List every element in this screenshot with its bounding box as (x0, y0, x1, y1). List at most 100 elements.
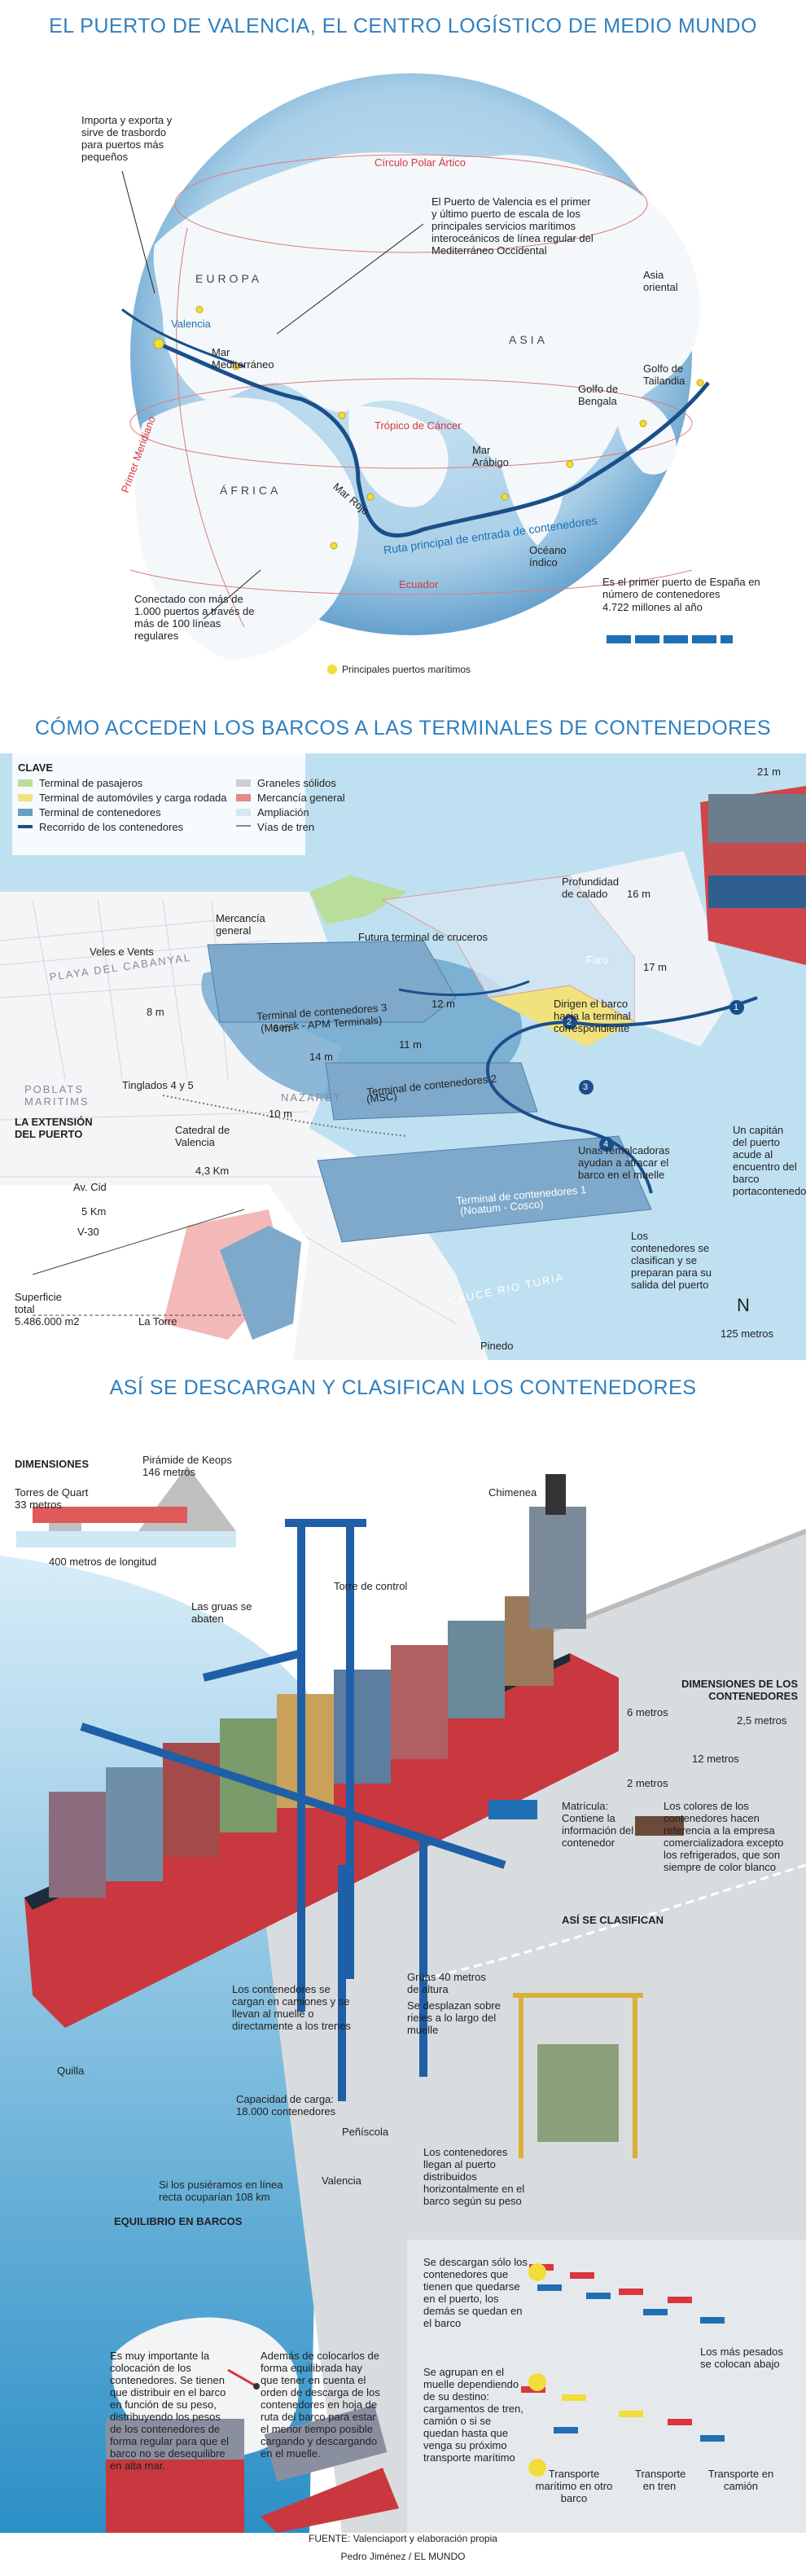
legend-box (12, 753, 305, 855)
label-desplazan: Se desplazan sobre rieles a lo largo del… (407, 1999, 501, 2036)
label-faro: Faro (586, 954, 608, 966)
step-circle-1 (528, 2263, 546, 2281)
major-ports (153, 305, 704, 550)
label-dimensiones: DIMENSIONES (15, 1458, 90, 1470)
cargo-ship (700, 786, 806, 965)
label-importa: Importa y exporta y sirve de trasbordo p… (81, 114, 173, 163)
label-nazaret: NAZARET (281, 1091, 342, 1104)
label-pinedo: Pinedo (480, 1340, 514, 1352)
label-escala: 125 metros (721, 1327, 774, 1340)
containers-bar (607, 635, 733, 643)
sorting-diagram (407, 2240, 806, 2533)
legend-item-6: Mercancía general (257, 792, 345, 804)
port-map-section: CLAVE Terminal de pasajeros Terminal de … (0, 753, 806, 1360)
label-importante: Es muy importante la colocación de los c… (110, 2350, 229, 2472)
legend-item-5: Graneles sólidos (257, 777, 336, 789)
label-torre-control: Torre de control (334, 1580, 408, 1592)
label-oceano: Océano índico (529, 544, 567, 568)
label-t-maritimo: Transporte marítimo en otro barco (535, 2468, 613, 2504)
label-europa: EUROPA (195, 272, 263, 285)
label-gruas-abaten: Las gruas se abaten (191, 1600, 252, 1625)
label-circulo: Círculo Polar Ártico (375, 156, 466, 169)
depth-21: 21 m (757, 766, 781, 778)
terminal-2 (325, 1062, 538, 1121)
depth-10: 10 m (269, 1108, 292, 1120)
label-colores: Los colores de los contenedores hacen re… (664, 1800, 784, 1873)
step-markers (563, 1000, 744, 1152)
label-poblats: POBLATS MARITIMS (24, 1083, 90, 1108)
label-chimenea: Chimenea (488, 1486, 537, 1499)
label-avcid: Av. Cid (73, 1181, 107, 1193)
ship-hull (24, 1653, 619, 2028)
label-matricula: Matrícula: Contiene la información del c… (562, 1800, 634, 1849)
balance-ships (106, 2404, 399, 2533)
step-circle-3 (528, 2459, 546, 2477)
label-t-tren: Transporte en tren (635, 2468, 686, 2492)
footer-fuente: FUENTE: Valenciaport y elaboración propi… (309, 2533, 497, 2544)
legend-item-2: Terminal de automóviles y carga rodada (39, 792, 227, 804)
label-contenedores: Los contenedores se clasifican y se prep… (631, 1230, 712, 1291)
terminal-1 (317, 1135, 652, 1243)
depth-6: 6 m (273, 1022, 291, 1034)
label-gruas40: Grúas 40 metros de altura (407, 1971, 486, 1995)
label-descargan: Se descargan sólo los contenedores que t… (423, 2256, 528, 2329)
label-catedral: Catedral de Valencia (175, 1124, 230, 1148)
label-valencia: Valencia (171, 318, 211, 330)
main-route (154, 340, 710, 538)
label-asia: ASIA (509, 333, 548, 346)
straddle-carrier (513, 1993, 643, 2158)
label-principales: Principales puertos marítimos (342, 664, 471, 675)
label-cargan: Los contenedores se cargan en camiones y… (232, 1983, 351, 2032)
label-km43: 4,3 Km (195, 1165, 230, 1177)
legend-item-3: Terminal de contenedores (39, 806, 161, 818)
north-icon: N (737, 1295, 750, 1315)
trucks (488, 1800, 684, 1836)
section3-title: ASÍ SE DESCARGAN Y CLASIFICAN LOS CONTEN… (109, 1376, 697, 1399)
legend-swatches (18, 779, 251, 828)
section1-title: EL PUERTO DE VALENCIA, EL CENTRO LOGÍSTI… (49, 15, 757, 37)
label-6m: 6 metros (627, 1706, 668, 1718)
step-2: 2 (567, 1017, 572, 1027)
depth-16: 16 m (627, 888, 650, 900)
label-superficie: Superficie total (15, 1291, 62, 1315)
label-capitan: Un capitán del puerto acude al encuentro… (733, 1124, 806, 1197)
step-1: 1 (734, 1003, 739, 1012)
india-land (498, 423, 564, 546)
depth-14: 14 m (309, 1051, 333, 1063)
label-torres: Torres de Quart (15, 1486, 89, 1499)
label-llegan: Los contenedores llegan al puerto distri… (423, 2146, 525, 2207)
label-africa: ÁFRICA (220, 484, 282, 497)
label-dim-cont: DIMENSIONES DE LOS CONTENEDORES (681, 1678, 798, 1702)
future-cruise (309, 875, 407, 924)
legend-item-8: Vías de tren (257, 821, 315, 833)
label-v30: V-30 (77, 1226, 99, 1238)
legend-title: CLAVE (18, 761, 54, 774)
label-capacidad: Capacidad de carga: 18.000 contenedores (236, 2093, 336, 2117)
footer-autor: Pedro Jiménez / EL MUNDO (340, 2551, 466, 2562)
section2-title: CÓMO ACCEDEN LOS BARCOS A LAS TERMINALES… (34, 717, 772, 739)
depth-8: 8 m (147, 1006, 164, 1018)
label-linea: Si los pusiéramos en línea recta ocuparí… (159, 2179, 283, 2203)
label-asia-oriental: Asia oriental (643, 269, 678, 293)
label-ademas: Además de colocarlos de forma equilibrad… (261, 2350, 380, 2460)
label-remolcadoras: Unas remolcadoras ayudan a atracar el ba… (578, 1144, 670, 1181)
label-mercancia: Mercancía general (216, 912, 265, 937)
label-agrupan: Se agrupan en el muelle dependiendo de s… (423, 2366, 523, 2464)
label-ecuador: Ecuador (399, 578, 439, 590)
label-12m: 12 metros (692, 1753, 739, 1765)
step-3: 3 (583, 1082, 589, 1092)
legend-item-1: Terminal de pasajeros (39, 777, 143, 789)
depth-17: 17 m (643, 961, 667, 973)
step-4: 4 (603, 1139, 609, 1149)
label-t-camion: Transporte en camión (707, 2468, 774, 2492)
sorted-stack (537, 2044, 619, 2142)
label-peniscola: Peñíscola (342, 2126, 389, 2138)
label-extension: LA EXTENSIÓN DEL PUERTO (15, 1116, 93, 1140)
label-dirigen: Dirigen el barco hacia la terminal corre… (554, 998, 631, 1034)
label-2m: 2 metros (627, 1777, 668, 1789)
europe-land (153, 152, 701, 497)
port-map (0, 753, 806, 1360)
label-valencia-mini: Valencia (322, 2174, 361, 2187)
label-futura: Futura terminal de cruceros (358, 931, 488, 943)
gantry-crane (80, 1519, 506, 2101)
